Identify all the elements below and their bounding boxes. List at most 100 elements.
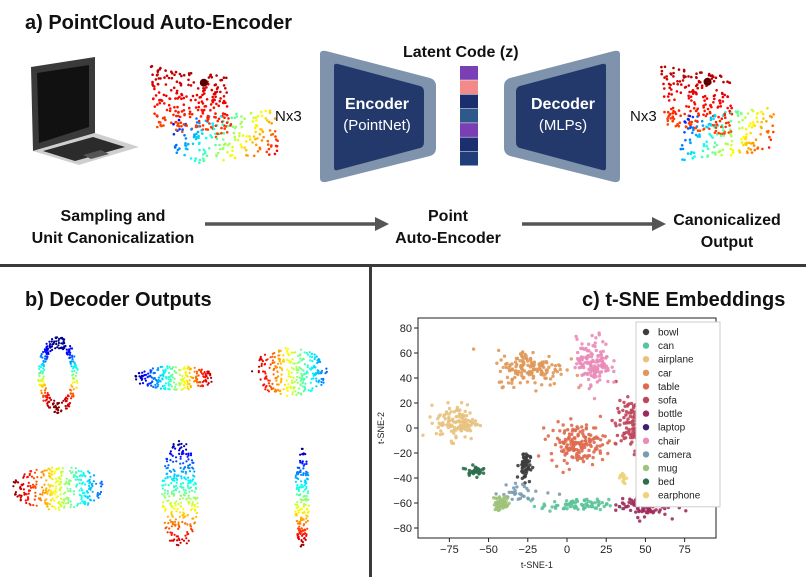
point <box>172 366 175 369</box>
point <box>88 471 91 474</box>
point <box>156 82 160 86</box>
point <box>163 384 166 387</box>
scatter-point-can <box>597 502 601 506</box>
point <box>166 367 169 370</box>
point <box>280 377 283 380</box>
encoder-label: Encoder (PointNet) <box>334 96 420 134</box>
point <box>705 144 709 148</box>
point <box>689 123 693 126</box>
scatter-point-table <box>573 428 578 433</box>
point <box>156 385 159 388</box>
point <box>306 490 310 493</box>
point <box>713 94 717 97</box>
point <box>188 467 191 470</box>
section-a-title: a) PointCloud Auto-Encoder <box>25 12 293 34</box>
point <box>31 483 35 486</box>
point <box>220 126 223 130</box>
scatter-point-camera <box>513 488 517 493</box>
point <box>53 470 56 473</box>
scatter-point-sofa <box>632 412 637 417</box>
point <box>45 488 48 492</box>
point <box>80 470 83 473</box>
point <box>222 76 226 79</box>
point <box>196 502 199 505</box>
point <box>190 508 193 512</box>
point <box>91 484 94 487</box>
point <box>191 142 195 146</box>
scatter-point-table <box>580 449 584 453</box>
y-tick-label: −40 <box>393 473 412 485</box>
point <box>221 112 225 115</box>
point <box>291 391 294 394</box>
point <box>172 113 175 117</box>
y-tick-label: 0 <box>406 423 412 435</box>
point <box>167 387 170 390</box>
legend-marker-can <box>642 342 650 349</box>
scatter-point-table <box>585 456 589 460</box>
scatter-point-airplane <box>439 429 443 433</box>
point <box>290 381 293 384</box>
point <box>50 490 53 493</box>
scatter-point-camera <box>504 483 508 487</box>
scatter-point-bed <box>467 468 472 473</box>
scatter-point-bottle <box>628 508 633 513</box>
point <box>169 367 172 370</box>
point <box>239 122 242 125</box>
scatter-point-sofa <box>631 406 636 410</box>
scatter-point-airplane <box>454 415 458 419</box>
point <box>87 479 91 482</box>
latent-cell <box>460 94 478 109</box>
point <box>160 99 164 102</box>
point <box>179 457 182 460</box>
point <box>175 510 178 513</box>
point <box>60 504 63 507</box>
point <box>53 505 56 508</box>
scatter-point-car <box>551 374 555 378</box>
decoder-name: Decoder <box>530 96 596 113</box>
point <box>301 447 304 450</box>
point <box>175 92 178 95</box>
point <box>761 147 764 151</box>
point <box>251 370 254 373</box>
point <box>727 121 730 124</box>
x-tick-label: 0 <box>564 544 570 556</box>
scatter-point-can <box>565 507 569 511</box>
point <box>19 494 22 497</box>
point <box>166 499 169 502</box>
point <box>199 385 202 388</box>
scatter-point-table <box>606 441 610 445</box>
point <box>222 101 226 105</box>
point <box>282 358 285 361</box>
point <box>173 473 176 476</box>
point <box>168 109 172 113</box>
point <box>48 397 51 400</box>
point <box>175 114 178 118</box>
point <box>166 472 169 475</box>
point <box>181 451 184 454</box>
scatter-point-car <box>518 359 522 363</box>
point <box>190 112 194 116</box>
point <box>158 98 161 102</box>
scatter-point-sofa <box>625 420 629 424</box>
point <box>187 458 190 461</box>
point <box>171 515 174 518</box>
point <box>183 476 186 479</box>
point <box>38 365 41 368</box>
point <box>43 483 46 486</box>
point <box>182 103 186 106</box>
point <box>248 138 252 141</box>
point <box>182 508 185 511</box>
point <box>39 379 43 382</box>
point <box>671 106 675 110</box>
point <box>178 538 181 542</box>
point <box>27 481 30 484</box>
scatter-point-chair <box>592 396 597 401</box>
point <box>666 123 670 126</box>
point <box>225 121 229 124</box>
scatter-point-camera <box>513 492 517 496</box>
scatter-point-chair <box>581 372 586 377</box>
point <box>696 107 699 110</box>
scatter-point-sofa <box>618 423 622 427</box>
point <box>191 489 194 492</box>
point <box>60 501 64 504</box>
